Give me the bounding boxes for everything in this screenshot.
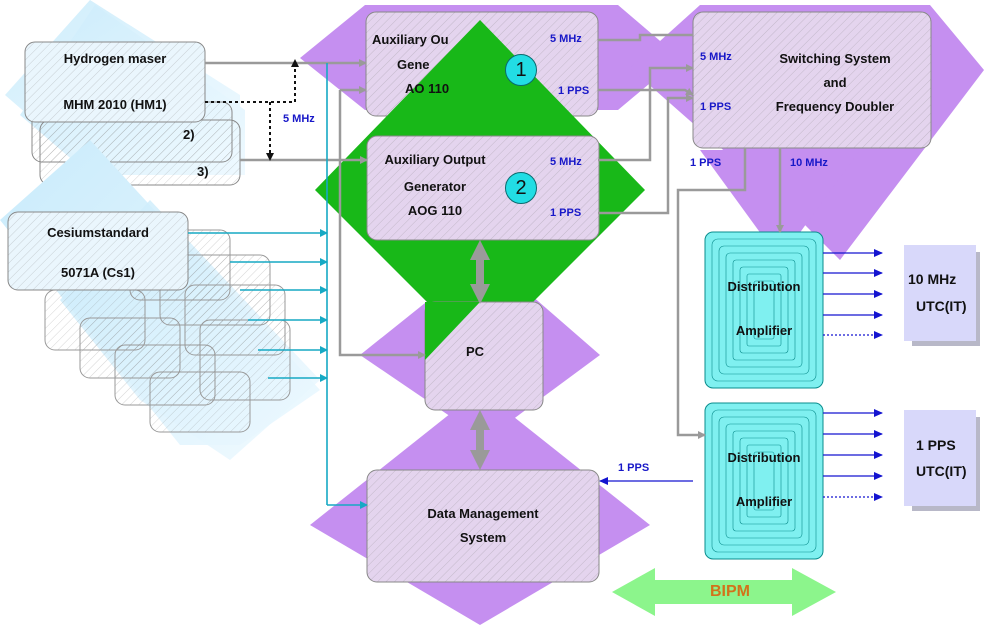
cesium-stack-sheet: [199, 319, 291, 401]
gray-connections: [205, 33, 784, 439]
aog2-out-pps: 1 PPS: [550, 207, 582, 219]
dist1-line2: Amplifier: [735, 323, 793, 338]
out2-line2: UTC(IT): [916, 463, 967, 479]
cesium-stack: [0, 140, 320, 460]
switching-line3: Frequency Doubler: [775, 99, 895, 114]
aog1-number-badge: 1: [505, 54, 537, 86]
aog2-line3: AOG 110: [407, 203, 463, 218]
bipm-arrow: [612, 568, 836, 616]
aog2-hatch: [367, 136, 599, 240]
dms-hatch: [367, 470, 599, 582]
bipm-label: BIPM: [710, 583, 750, 600]
cesium-stack-sheet: [44, 289, 146, 351]
aog1-title: Auxiliary Ou: [372, 32, 449, 47]
out1-box: [904, 245, 976, 341]
aog1-line3: AO 110: [405, 81, 450, 96]
cesium-teal-lines: [188, 63, 368, 509]
dist1-box: [704, 231, 824, 389]
switching-line1: Switching System: [779, 51, 891, 66]
aog2-out-freq: 5 MHz: [550, 156, 582, 168]
dist2-box: [704, 402, 824, 560]
aog2-line2: Generator: [403, 179, 467, 194]
dist2-output-arrows: [823, 409, 883, 501]
out1-line1: 10 MHz: [908, 271, 957, 287]
switching-out-pps: 1 PPS: [690, 157, 722, 169]
hydrogen-stack-label-2: 2): [183, 127, 195, 142]
switching-in-pps: 1 PPS: [700, 101, 732, 113]
pc-hatch: [425, 302, 543, 410]
switching-in-freq: 5 MHz: [700, 51, 732, 63]
aog2-pc-double-arrow: [470, 240, 490, 304]
out2-line1: 1 PPS: [916, 437, 956, 453]
out1-line2: UTC(IT): [916, 298, 967, 314]
dist1-line1: Distribution: [727, 279, 801, 294]
out2-box: [904, 410, 976, 506]
dms-line2: System: [459, 530, 507, 545]
cesium-model: 5071A (Cs1): [61, 265, 135, 280]
maser-5mhz-label: 5 MHz: [283, 113, 315, 125]
switching-line2: and: [823, 75, 847, 90]
hydrogen-stack-label-3: 3): [197, 164, 209, 179]
dist2-line2: Amplifier: [735, 494, 793, 509]
aog1-out-freq: 5 MHz: [550, 33, 582, 45]
dist1-output-arrows: [823, 249, 883, 339]
pc-label: PC: [466, 344, 485, 359]
pc-green-overlap: [425, 302, 480, 360]
maser-5mhz-dashed: [205, 59, 299, 161]
hydrogen-maser-model: MHM 2010 (HM1): [63, 97, 167, 112]
dist2-line1: Distribution: [727, 450, 801, 465]
switching-hatch: [693, 12, 931, 148]
dms-line1: Data Management: [427, 506, 539, 521]
aog1-line2: Gene: [397, 57, 430, 72]
cesium-hatch: [8, 212, 188, 290]
aog2-number-badge: 2: [505, 172, 537, 204]
cesium-title: Cesiumstandard: [47, 225, 149, 240]
hydrogen-maser-title: Hydrogen maser: [63, 51, 167, 66]
hydrogen-maser-hatch: [25, 42, 205, 122]
aog1-out-pps: 1 PPS: [558, 85, 590, 97]
dms-in-pps: 1 PPS: [618, 462, 650, 474]
switching-out-freq: 10 MHz: [790, 157, 828, 169]
pc-dms-double-arrow: [470, 410, 490, 470]
aog2-title: Auxiliary Output: [384, 152, 486, 167]
